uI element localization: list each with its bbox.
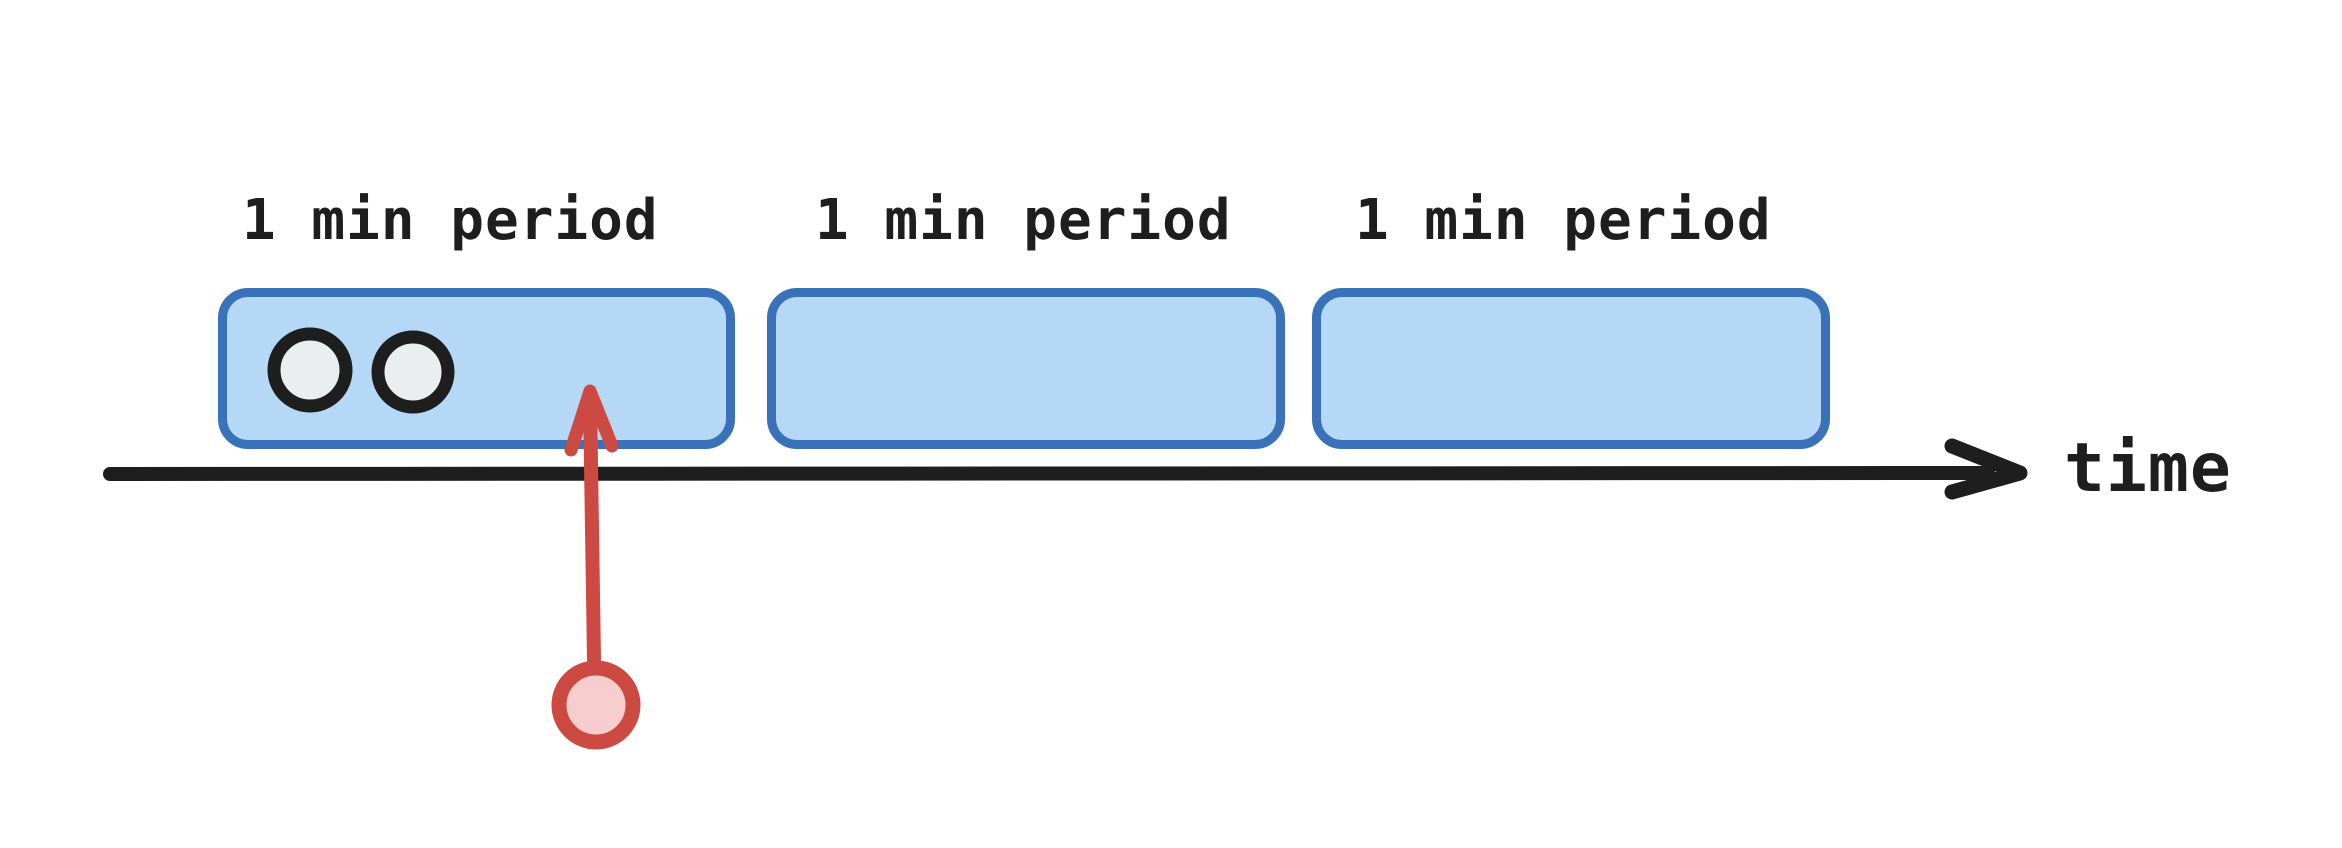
period-2-box: [767, 288, 1285, 449]
time-axis-arrowhead-icon: [1944, 438, 2028, 500]
pointer-origin-dot: [551, 660, 641, 750]
time-axis-line: [103, 466, 1995, 481]
period-3-box: [1312, 288, 1830, 449]
period-1-box: [218, 288, 735, 449]
period-1-label: 1 min period: [242, 188, 659, 253]
period-3-label: 1 min period: [1355, 188, 1772, 253]
time-axis-label: time: [2064, 429, 2232, 508]
period-2-label: 1 min period: [815, 188, 1232, 253]
